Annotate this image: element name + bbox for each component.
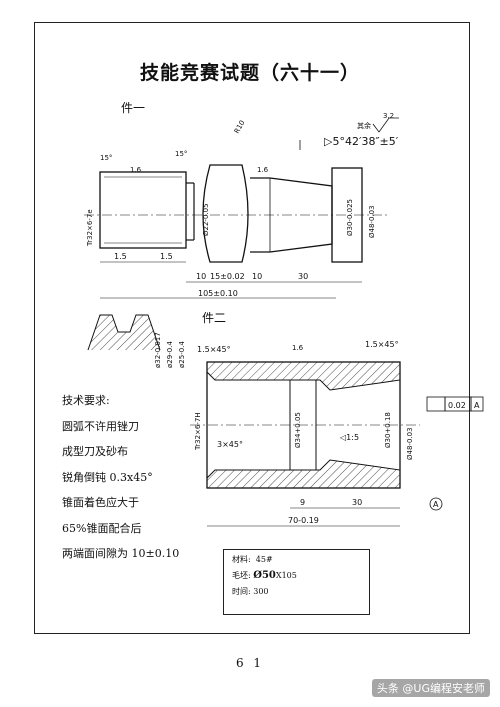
len2-2: 30 — [352, 498, 362, 507]
dia48b-dim: Ø48-0.03 — [406, 427, 414, 460]
len-6: 30 — [298, 272, 308, 281]
requirement-line: 锥面着色应大于 — [62, 496, 139, 509]
part2-groove — [289, 379, 317, 471]
thread-profile — [87, 314, 161, 351]
page-title: 技能竞赛试题（六十一） — [139, 62, 360, 84]
angle-left: 15° — [100, 154, 112, 162]
taper-dim: ▷5°42′38″±5′ — [324, 135, 399, 148]
part1-ball — [202, 164, 249, 263]
len-1: 1.5 — [114, 252, 127, 261]
blank-suffix: X105 — [275, 571, 297, 580]
profile-d3: ø25-0.4 — [178, 341, 186, 368]
roughness-2: 1.6 — [257, 166, 269, 174]
chamfer-3: 3×45° — [217, 440, 243, 449]
part2-wall-bottom — [206, 459, 401, 489]
radius-dim: R10 — [233, 119, 247, 135]
technical-requirements: 技术要求: 圆弧不许用锉刀 成型刀及砂布 锐角倒钝 0.3x45° 锥面着色应大… — [62, 388, 179, 567]
time-label: 时间: — [232, 587, 251, 596]
drawing-frame — [34, 22, 470, 634]
profile-d2: ø29-0.4 — [166, 341, 174, 368]
len2-1: 9 — [300, 498, 305, 507]
part1-label: 件一 — [121, 101, 145, 115]
len-3: 10 — [196, 272, 206, 281]
tol-value: 0.02 — [448, 401, 466, 410]
angle-right: 15° — [175, 150, 187, 158]
dia34-dim: Ø34+0.05 — [294, 412, 302, 448]
part2-taper: ◁1:5 — [339, 433, 359, 442]
dia48-dim: Ø48-0.03 — [368, 205, 376, 238]
material-label: 材料: — [232, 555, 251, 564]
dia30-dim: Ø30-0.025 — [346, 199, 354, 236]
dia30b-dim: Ø30+0.18 — [384, 412, 392, 448]
blank-label: 毛坯: — [232, 571, 251, 580]
datum-letter: A — [433, 500, 439, 509]
material-value: 45# — [255, 555, 273, 564]
profile-d1: ø32-0.017 — [154, 332, 162, 368]
len2-total: 70-0.19 — [288, 516, 319, 525]
chamfer-2: 1.5×45° — [365, 340, 399, 349]
time-value: 300 — [253, 587, 269, 596]
part2-roughness: 1.6 — [292, 344, 304, 352]
datum-marker — [429, 497, 443, 511]
rest-ra: 3.2 — [383, 112, 394, 120]
page-number: 6 1 — [235, 656, 265, 670]
dia22-dim: Ø22-0.05 — [202, 203, 210, 236]
part2-label: 件二 — [202, 311, 226, 325]
rest-note: 其余 — [357, 121, 371, 130]
part1-thread-label: Tr32×6-7e — [86, 209, 94, 247]
requirement-line: 锐角倒钝 0.3x45° — [62, 470, 153, 484]
requirement-line: 圆弧不许用锉刀 — [62, 419, 139, 433]
blank-value: Ø50 — [253, 570, 276, 581]
part1-flange — [331, 167, 363, 263]
len-5: 10 — [252, 272, 262, 281]
requirements-heading: 技术要求: — [62, 394, 110, 407]
len-4: 15±0.02 — [210, 272, 245, 281]
tol-datum: A — [474, 401, 480, 410]
part1-thread-body — [99, 171, 187, 249]
roughness-1: 1.6 — [130, 166, 142, 174]
len-total: 105±0.10 — [198, 289, 238, 298]
watermark: 头条 @UG编程安老师 — [371, 679, 490, 697]
part2-wall-top — [206, 361, 401, 391]
requirement-line: 成型刀及砂布 — [62, 445, 128, 458]
material-box: 材料: 45# 毛坯: Ø50X105 时间: 300 — [223, 549, 370, 615]
roughness-symbol — [372, 117, 399, 133]
requirement-line: 65%锥面配合后 — [62, 521, 142, 535]
requirement-line: 两端面间隙为 10±0.10 — [62, 547, 180, 560]
chamfer-1: 1.5×45° — [197, 345, 231, 354]
part2-thread-label: Tr32×6-7H — [194, 412, 202, 451]
len-2: 1.5 — [160, 252, 173, 261]
